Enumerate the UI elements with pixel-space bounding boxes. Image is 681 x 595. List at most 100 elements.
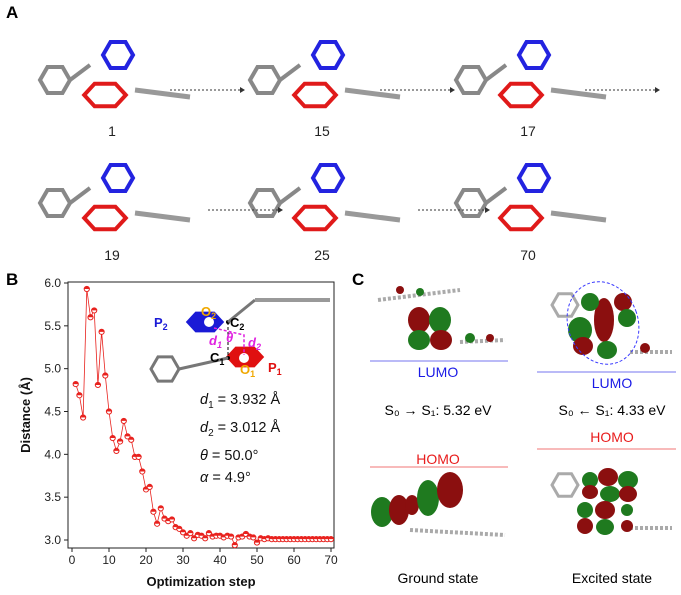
orbital-lobe <box>596 519 614 535</box>
orbital-lobe <box>597 341 617 359</box>
red-ring <box>81 81 129 109</box>
bond <box>344 210 401 223</box>
orbital-lobe <box>486 334 494 342</box>
data-point-fill <box>110 435 116 439</box>
orbital-lobe <box>568 317 592 343</box>
data-point-fill <box>232 542 238 546</box>
orbital-lobe <box>371 497 393 527</box>
step-label: 25 <box>314 247 330 263</box>
ground-homo-label: HOMO <box>416 451 460 467</box>
x-tick-label: 0 <box>69 553 76 567</box>
annotation-theta: θ = 50.0° <box>200 447 259 464</box>
red-ring <box>497 204 545 232</box>
blue-ring <box>100 163 136 193</box>
orbital-lobe <box>465 333 475 343</box>
step-label: 19 <box>104 247 120 263</box>
orbital-lobe <box>598 468 618 486</box>
orbital-lobe <box>621 504 633 516</box>
phenyl-ring <box>37 65 73 95</box>
y-tick-label: 3.0 <box>44 533 61 547</box>
bond <box>227 298 256 324</box>
blue-ring <box>310 163 346 193</box>
data-point-fill <box>99 329 105 332</box>
orbital-lobe <box>621 520 633 532</box>
data-point-fill <box>250 534 256 538</box>
y-tick-label: 4.0 <box>44 447 61 461</box>
bond <box>550 210 607 223</box>
blue-ring <box>100 40 136 70</box>
arrow-head <box>240 87 245 93</box>
phenyl-ring <box>247 65 283 95</box>
arrow-head <box>278 207 283 213</box>
data-point-fill <box>84 286 90 289</box>
data-point-fill <box>87 314 94 318</box>
bond <box>550 87 607 100</box>
y-tick-label: 3.5 <box>44 490 61 504</box>
y-tick-label: 6.0 <box>44 276 61 290</box>
phenyl-ring <box>453 65 489 95</box>
highlight-circle <box>566 281 640 365</box>
orbital-lobe <box>408 307 430 333</box>
data-point-fill <box>176 526 182 529</box>
data-point-fill <box>328 536 334 540</box>
panel-a-label: A <box>6 3 19 22</box>
orbital-lobe <box>408 330 430 350</box>
data-point-fill <box>113 448 119 451</box>
data-point-fill <box>117 438 123 442</box>
phenyl-ring <box>550 472 580 498</box>
data-point-fill <box>136 454 142 457</box>
ground-transition: S₀ → S₁: 5.32 eV <box>384 402 492 418</box>
o2-marker <box>204 317 214 327</box>
arrow-head <box>485 207 490 213</box>
orbital-lobe <box>405 495 419 515</box>
x-tick-label: 20 <box>139 553 153 567</box>
atom-chain <box>409 528 506 537</box>
bond <box>484 186 508 205</box>
x-tick-label: 30 <box>176 553 190 567</box>
orbital-lobe <box>595 501 615 519</box>
bond <box>134 210 191 223</box>
orbital-lobe <box>577 518 593 534</box>
data-point-fill <box>206 530 212 534</box>
data-point-fill <box>169 516 175 520</box>
data-point-fill <box>202 535 208 539</box>
blue-ring <box>516 163 552 193</box>
d-lines <box>213 327 245 355</box>
phenyl-ring <box>37 188 73 218</box>
orbital-lobe <box>389 495 409 525</box>
bond <box>178 356 229 371</box>
step-label: 17 <box>520 123 536 139</box>
orbital-lobe <box>429 307 451 333</box>
data-point-fill <box>95 382 101 385</box>
annotation-d1: d1 = 3.932 Å <box>200 392 281 411</box>
data-point-fill <box>124 433 131 437</box>
bond <box>68 186 92 205</box>
data-point-fill <box>80 414 86 418</box>
orbital-lobe <box>581 293 599 311</box>
data-point-fill <box>128 437 134 440</box>
red-ring <box>81 204 129 232</box>
phenyl-ring <box>247 188 283 218</box>
x-axis-title: Optimization step <box>146 574 255 589</box>
step-label: 15 <box>314 123 330 139</box>
bond <box>134 87 191 100</box>
data-point-fill <box>147 484 153 487</box>
orbital-lobe <box>614 293 632 311</box>
blue-ring <box>310 40 346 70</box>
bond <box>278 63 302 82</box>
step-label: 1 <box>108 123 116 139</box>
orbital-lobe <box>437 472 463 508</box>
annotation-d2: d2 = 3.012 Å <box>200 419 281 439</box>
red-ring <box>291 81 339 109</box>
data-point-fill <box>150 509 156 512</box>
data-point-fill <box>76 392 82 396</box>
bond <box>344 87 401 100</box>
o1-marker <box>239 353 249 363</box>
orbital-lobe <box>577 502 593 518</box>
data-point-fill <box>254 539 260 543</box>
excited-state-label: Excited state <box>571 570 653 586</box>
annotation-alpha: α = 4.9° <box>200 469 251 486</box>
x-tick-label: 10 <box>102 553 116 567</box>
